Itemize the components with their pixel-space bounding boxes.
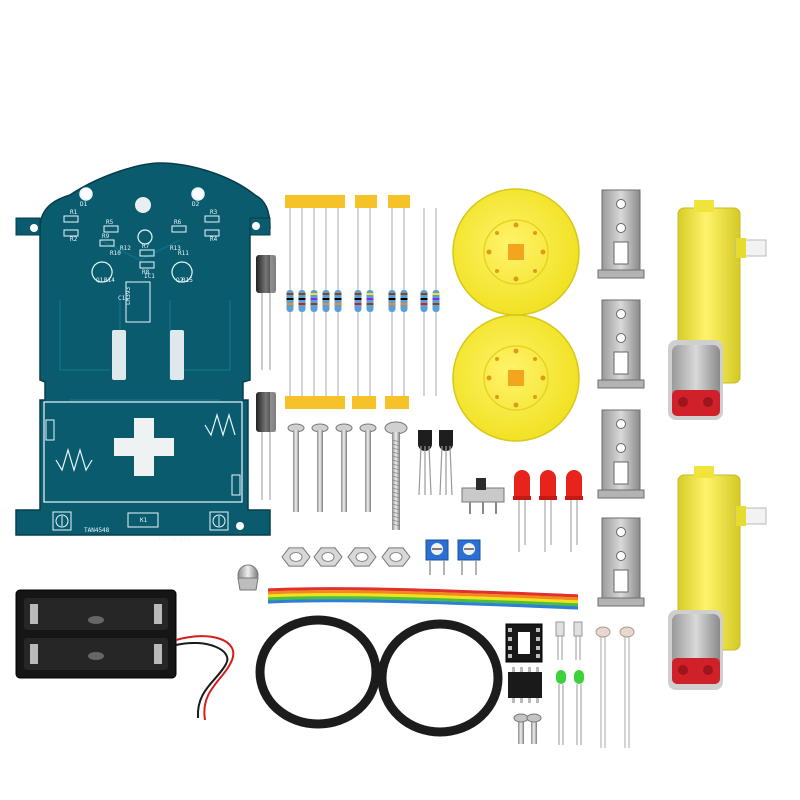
motor-bracket	[597, 409, 645, 499]
photoresistor-right	[619, 626, 635, 748]
pcb-ref-label: R4	[210, 236, 218, 243]
pcb-led-hole-right	[191, 187, 205, 201]
pcb-ref-label: R13	[170, 245, 181, 252]
pcb-ref-label: R12	[120, 245, 131, 252]
battery-holder	[15, 589, 235, 721]
bolt	[335, 423, 353, 512]
slide-switch	[461, 478, 505, 514]
motor-bracket	[597, 189, 645, 279]
resistor	[310, 208, 318, 396]
pcb-board-text: TAN4548	[84, 527, 110, 534]
pcb-ref-label: R8	[142, 269, 150, 276]
pcb-ref-label: R3	[210, 209, 218, 216]
resistor	[286, 208, 294, 396]
pcb-ref-label: R9	[102, 233, 110, 240]
resistor	[366, 208, 374, 396]
motor-bracket	[597, 299, 645, 389]
ic-chip	[508, 667, 542, 703]
bolt-set	[287, 421, 408, 530]
pcb-ref-label: C1	[118, 295, 126, 302]
pcb-ref-label: Q2	[176, 277, 184, 284]
rainbow-ribbon-wire	[267, 587, 579, 610]
hex-nut	[281, 547, 311, 567]
cap-nut	[237, 564, 259, 591]
red-led-set	[513, 470, 583, 552]
pcb-slot-left	[112, 330, 126, 380]
pcb-ref-label: R11	[178, 250, 189, 257]
pcb-ref-label: R2	[70, 236, 78, 243]
small-screw-set	[513, 713, 542, 744]
resistor	[388, 208, 396, 396]
transistor-right	[439, 430, 453, 496]
nut-set	[281, 547, 411, 567]
pcb-ref-label: R15	[182, 277, 193, 284]
resistor	[354, 208, 362, 396]
red-led	[539, 470, 557, 552]
rubber-tire-left	[255, 615, 381, 729]
bolt	[359, 423, 377, 512]
resistor	[432, 208, 440, 396]
resistor-set	[286, 208, 440, 396]
pcb-ref-label: D2	[192, 201, 200, 208]
electrolytic-capacitor-bottom	[256, 392, 276, 500]
pcb-ref-label: D1	[80, 201, 88, 208]
pcb-ref-label: R7	[142, 243, 150, 250]
pcb-model-text: TJ-56-535	[158, 536, 191, 543]
pcb-ref-label: R10	[110, 250, 121, 257]
white-component-pair	[555, 621, 583, 660]
pcb-ref-label: R1	[70, 209, 78, 216]
green-led-left	[556, 670, 566, 745]
gear-motor-top	[668, 200, 767, 420]
pcb-ref-label: IC1	[144, 273, 155, 280]
resistor-tape	[285, 195, 410, 409]
trimmer-pot-right	[457, 539, 481, 575]
red-led	[565, 470, 583, 552]
pcb-led-hole-left	[79, 187, 93, 201]
motor-bracket	[597, 517, 645, 607]
photoresistor-left	[595, 626, 611, 748]
wheel-top	[452, 188, 580, 316]
pcb-ref-label: Q1	[96, 277, 104, 284]
pcb-ref-label: K1	[140, 517, 148, 524]
green-led-right	[574, 670, 584, 745]
long-bolt	[384, 421, 408, 530]
hex-nut	[347, 547, 377, 567]
pcb-slot-right	[170, 330, 184, 380]
resistor	[298, 208, 306, 396]
transistor-left	[418, 430, 432, 496]
red-led	[513, 470, 531, 552]
trimmer-pot-left	[425, 539, 449, 575]
pcb-potentiometer-left	[52, 511, 72, 531]
hex-nut	[381, 547, 411, 567]
hex-nut	[313, 547, 343, 567]
pcb-chip-text: LM393	[125, 287, 132, 305]
pcb-ref-label: R5	[106, 219, 114, 226]
resistor	[322, 208, 330, 396]
gear-motor-bottom	[668, 466, 767, 690]
ic-socket	[505, 623, 543, 663]
motor-bracket-set	[597, 189, 645, 607]
electrolytic-capacitor-top	[256, 255, 276, 370]
wheel-bottom	[452, 314, 580, 442]
rubber-tire-right	[377, 619, 503, 737]
pcb-ref-label: R14	[104, 277, 115, 284]
resistor	[420, 208, 428, 396]
resistor	[334, 208, 342, 396]
pcb-ref-label: R6	[174, 219, 182, 226]
resistor	[400, 208, 408, 396]
bolt	[287, 423, 305, 512]
bolt	[311, 423, 329, 512]
pcb-potentiometer-right	[209, 511, 229, 531]
